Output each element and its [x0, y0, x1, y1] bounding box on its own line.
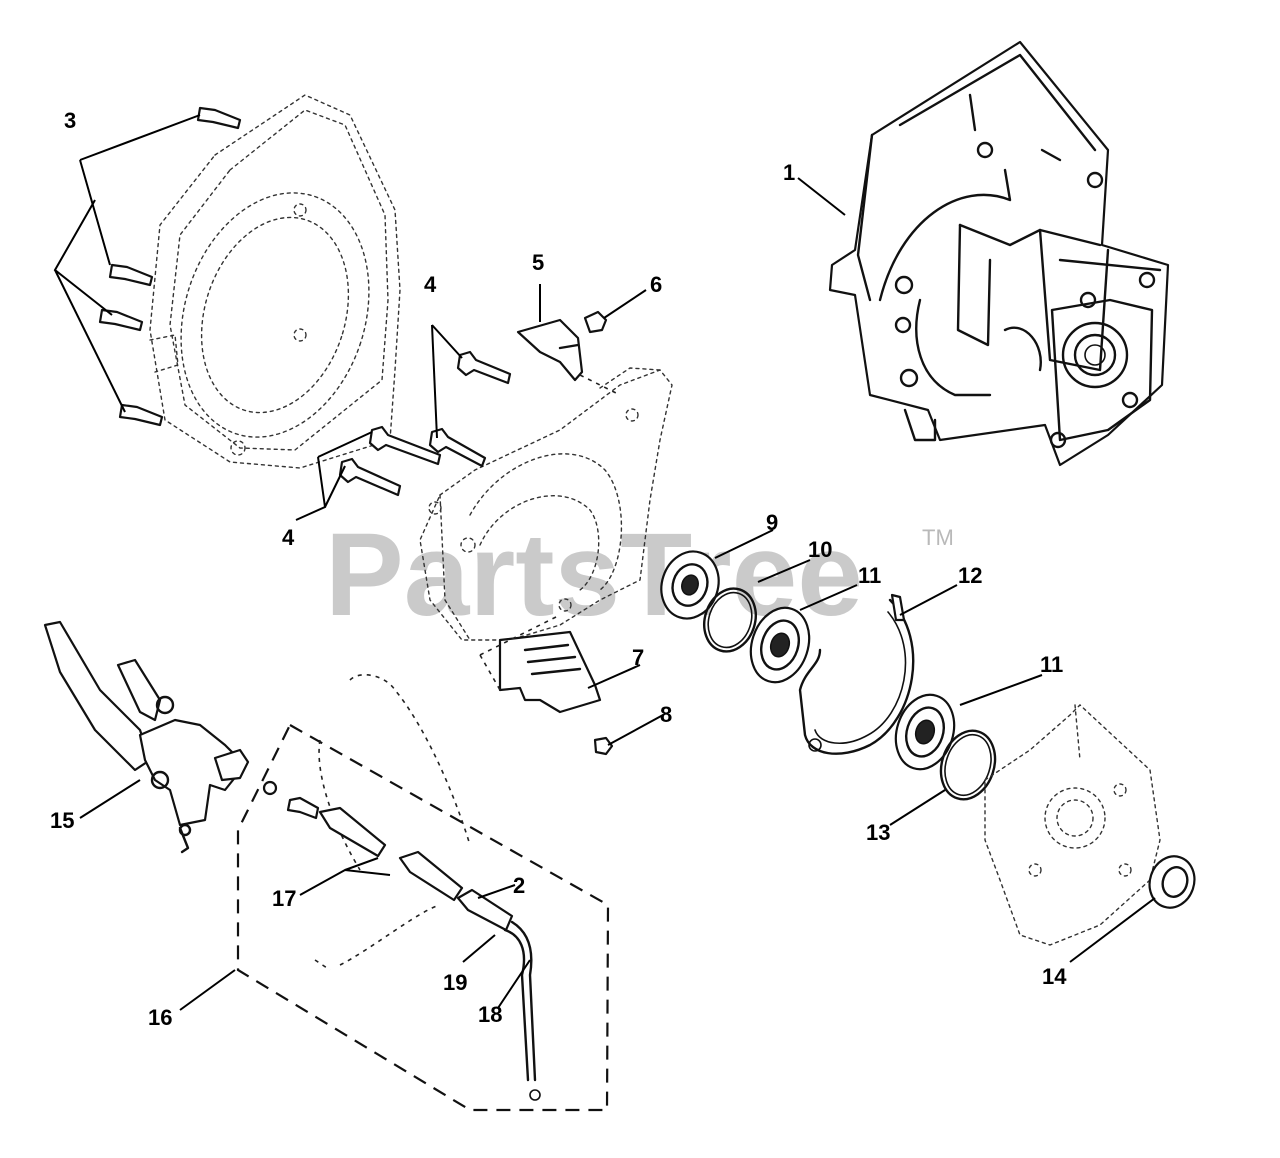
- bracket-part-5: [516, 318, 621, 396]
- housing-part-2: [456, 888, 514, 932]
- seal-part-14: [1148, 855, 1196, 909]
- cable-ghost-path: [314, 674, 471, 971]
- callout-7: 7: [632, 645, 644, 670]
- screw-part-8: [593, 736, 614, 756]
- callout-5: 5: [532, 250, 544, 275]
- callout-12: 12: [958, 563, 982, 588]
- callout-3: 3: [64, 108, 76, 133]
- callout-9: 9: [766, 510, 778, 535]
- callout-18: 18: [478, 1002, 502, 1027]
- callout-4-upper: 4: [424, 272, 437, 297]
- callout-11-upper: 11: [858, 563, 881, 588]
- bolt-group-3: [98, 106, 242, 427]
- callout-2: 2: [513, 873, 525, 898]
- center-housing-outline: [419, 367, 673, 641]
- callout-19: 19: [443, 970, 467, 995]
- seal-part-9: [660, 550, 720, 620]
- bearing-part-11-upper: [749, 606, 811, 684]
- screw-part-6: [583, 310, 608, 334]
- callout-15: 15: [50, 808, 74, 833]
- mounting-plate-part-7: [479, 614, 602, 714]
- callout-17: 17: [272, 886, 296, 911]
- callout-14: 14: [1042, 964, 1067, 989]
- retaining-ring-part-10: [703, 587, 757, 653]
- callout-1: 1: [783, 160, 795, 185]
- lower-housing-outline: [984, 704, 1161, 946]
- throttle-lever-part-15: [43, 620, 250, 854]
- callout-16: 16: [148, 1005, 172, 1030]
- cable-part-17: [262, 780, 464, 902]
- bolt-group-4: [338, 350, 512, 497]
- callout-13: 13: [866, 820, 890, 845]
- cable-kit-boundary: [236, 723, 610, 1112]
- watermark-trademark: TM: [922, 525, 954, 550]
- blower-housing-outline: [149, 94, 401, 469]
- cable-part-18: [503, 920, 541, 1101]
- callout-8: 8: [660, 702, 672, 727]
- callout-4-lower: 4: [282, 525, 295, 550]
- leader-lines: [53, 114, 1156, 1011]
- callout-6: 6: [650, 272, 662, 297]
- bearing-part-11-lower: [894, 693, 956, 771]
- retaining-ring-part-13: [939, 729, 997, 801]
- callout-11-lower: 11: [1040, 652, 1063, 677]
- crankcase-housing-part: [828, 40, 1170, 467]
- callout-10: 10: [808, 537, 832, 562]
